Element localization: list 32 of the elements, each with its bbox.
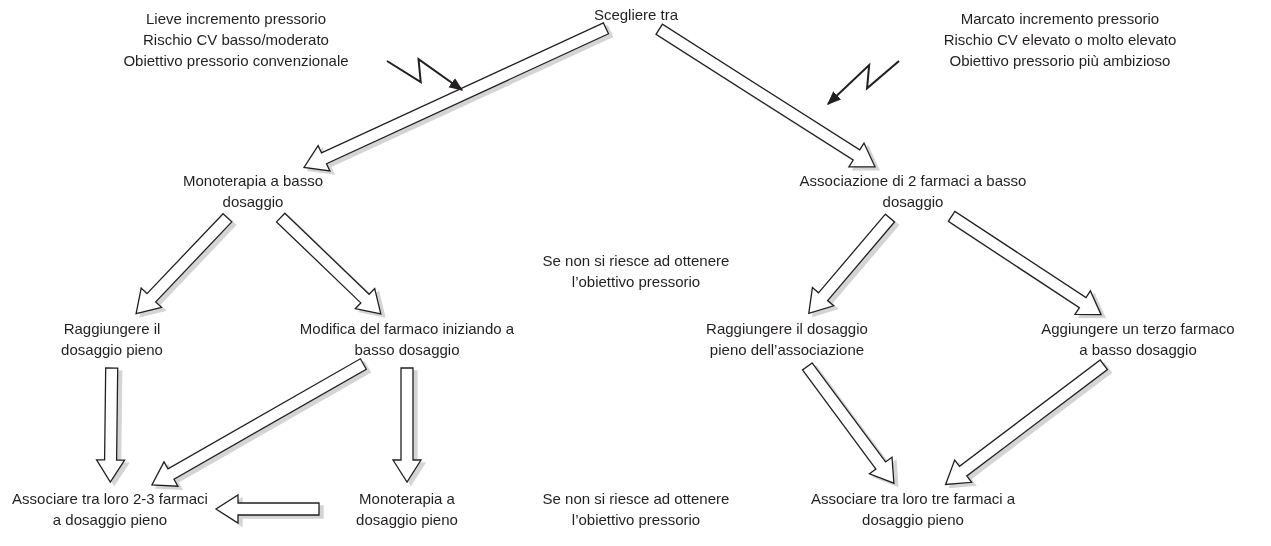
step-text: Aggiungere un terzo farmaco a basso dosaggio: [1038, 318, 1238, 360]
block-arrow: [655, 23, 876, 168]
step-text: Associare tra loro 2-3 farmaci a dosaggio pieno: [10, 488, 210, 530]
criteria-text: Obiettivo pressorio convenzionale: [123, 51, 349, 71]
step-text: Modifica del farmaco iniziando a basso dosaggio: [297, 318, 517, 360]
block-arrow: [801, 362, 895, 485]
condition-note: Se non si riesce ad ottenere l’obiettivo pressorio: [541, 251, 731, 292]
criteria-text: Rischio CV elevato o molto elevato: [943, 30, 1177, 50]
block-arrow: [808, 213, 896, 315]
step-text: Monoterapia a basso dosaggio: [153, 170, 353, 212]
lightning-arrow: [386, 57, 464, 91]
block-arrow: [944, 359, 1109, 486]
block-arrow: [135, 212, 233, 315]
condition-note: Se non si riesce ad ottenere l’obiettivo pressorio: [541, 489, 731, 530]
block-arrow: [302, 22, 610, 172]
lightning-arrow: [827, 60, 900, 105]
block-arrow: [150, 357, 368, 487]
step-text: Associare tra loro tre farmaci a dosaggio pieno: [793, 488, 1033, 530]
criteria-text: Rischio CV basso/moderato: [143, 30, 329, 50]
step-text: Raggiungere il dosaggio pieno: [37, 318, 187, 360]
step-text: Monoterapia a dosaggio pieno: [327, 488, 487, 530]
block-arrow: [391, 367, 423, 484]
step-text: Scegliere tra: [576, 4, 696, 25]
block-arrow: [947, 210, 1103, 316]
block-arrow: [275, 212, 382, 315]
block-arrow: [95, 367, 126, 484]
step-text: Associazione di 2 farmaci a basso dosaggio: [783, 170, 1043, 212]
criteria-text: Obiettivo pressorio più ambizioso: [949, 51, 1171, 71]
criteria-text: Marcato incremento pressorio: [960, 9, 1160, 29]
step-text: Raggiungere il dosaggio pieno dell’associazione: [687, 318, 887, 360]
criteria-text: Lieve incremento pressorio: [145, 9, 327, 29]
block-arrow: [214, 493, 320, 525]
